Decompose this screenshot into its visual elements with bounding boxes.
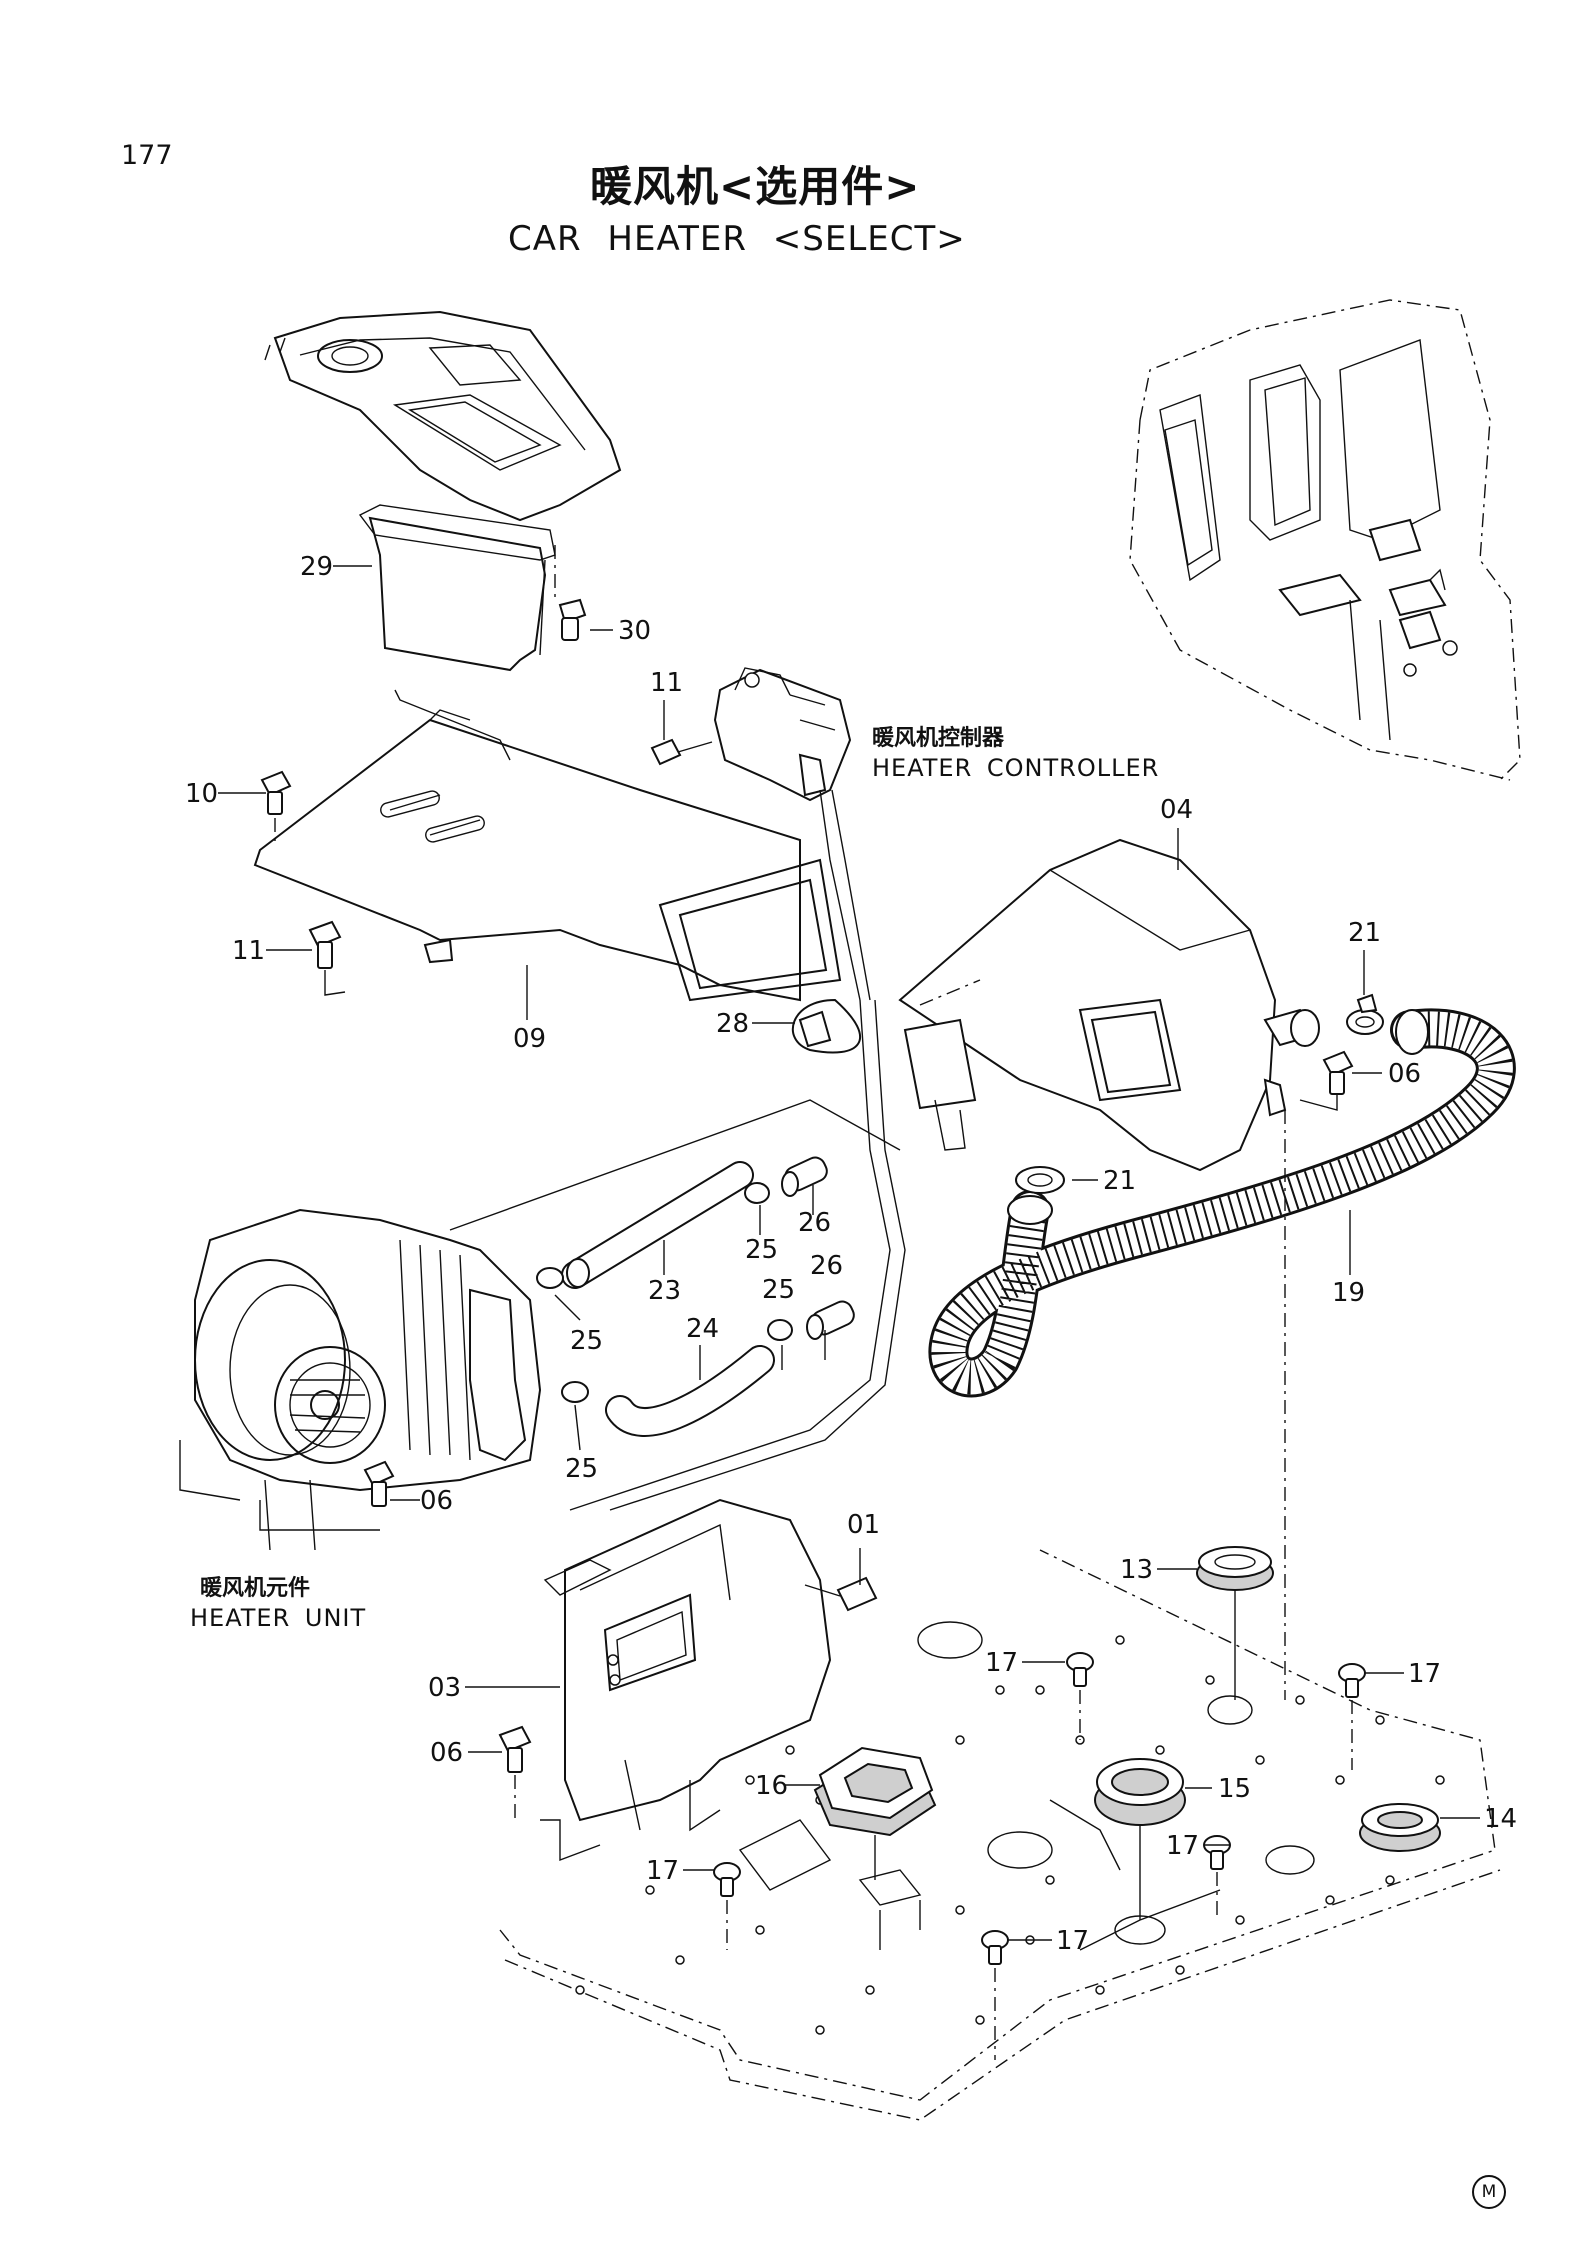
heater-unit-label-en: HEATER UNIT bbox=[190, 1604, 367, 1632]
callout-17-a: 17 bbox=[985, 1648, 1019, 1678]
callout-03: 03 bbox=[428, 1673, 462, 1703]
hose-24 bbox=[605, 1345, 775, 1437]
callout-26-top: 26 bbox=[798, 1208, 832, 1238]
callout-23: 23 bbox=[648, 1276, 682, 1306]
bolt-10 bbox=[260, 770, 292, 845]
bolt-06-right bbox=[1299, 1050, 1354, 1111]
callout-16: 16 bbox=[755, 1771, 789, 1801]
callout-17-b: 17 bbox=[1408, 1659, 1442, 1689]
screw-17-a bbox=[1066, 1652, 1094, 1740]
title-english: CAR HEATER <SELECT> bbox=[508, 219, 966, 259]
plate-holes bbox=[575, 1635, 1445, 2035]
duct-04 bbox=[898, 838, 1320, 1172]
callout-26-mid: 26 bbox=[810, 1251, 844, 1281]
callout-11-left: 11 bbox=[232, 936, 266, 966]
title-chinese: 暖风机<选用件> bbox=[590, 162, 921, 211]
screw-30 bbox=[554, 545, 587, 641]
callout-01: 01 bbox=[847, 1510, 881, 1540]
bolt-11-left bbox=[308, 920, 346, 996]
corner-mark: M bbox=[1472, 2175, 1506, 2209]
joint-26-top bbox=[781, 1156, 828, 1197]
heater-controller bbox=[713, 667, 871, 1001]
leader-lines bbox=[218, 565, 1480, 1951]
hose-23 bbox=[561, 1161, 754, 1289]
callout-28: 28 bbox=[716, 1009, 750, 1039]
callout-24: 24 bbox=[686, 1314, 720, 1344]
callout-17-c: 17 bbox=[646, 1856, 680, 1886]
callout-25-left: 25 bbox=[570, 1326, 604, 1356]
floor-plate bbox=[499, 1549, 1501, 2121]
cab-outline bbox=[1129, 299, 1521, 781]
heater-unit-label-cn: 暖风机元件 bbox=[200, 1576, 311, 1601]
joint-26-mid bbox=[806, 1300, 855, 1340]
callout-06-left: 06 bbox=[420, 1486, 454, 1516]
callout-17-e: 17 bbox=[1056, 1926, 1090, 1956]
grommet-13 bbox=[1196, 1546, 1274, 1700]
storage-box-29 bbox=[358, 504, 556, 672]
screw-17-e bbox=[981, 1930, 1009, 2060]
band-28 bbox=[798, 1010, 832, 1048]
callout-25-top: 25 bbox=[745, 1235, 779, 1265]
bolt-01 bbox=[804, 1576, 878, 1612]
callout-25-mid: 25 bbox=[762, 1275, 796, 1305]
callout-06-bottom: 06 bbox=[430, 1738, 464, 1768]
callout-29: 29 bbox=[300, 552, 334, 582]
callout-04: 04 bbox=[1160, 795, 1194, 825]
clamp-21-mid bbox=[1015, 1166, 1065, 1194]
callout-13: 13 bbox=[1120, 1555, 1154, 1585]
callout-30: 30 bbox=[618, 616, 652, 646]
screw-17-b bbox=[1338, 1663, 1366, 1770]
console-cover bbox=[264, 310, 622, 522]
heater-controller-label-en: HEATER CONTROLLER bbox=[872, 754, 1160, 782]
callout-14: 14 bbox=[1484, 1804, 1518, 1834]
heater-unit bbox=[179, 1208, 542, 1551]
bolt-11-top bbox=[650, 738, 713, 766]
callout-25-bottom: 25 bbox=[565, 1454, 599, 1484]
screw-17-d bbox=[1203, 1835, 1231, 1920]
callout-10: 10 bbox=[185, 779, 219, 809]
page-number: 177 bbox=[121, 140, 173, 171]
callout-21-mid: 21 bbox=[1103, 1166, 1137, 1196]
clamp-25-a bbox=[536, 1182, 793, 1403]
clamp-21-top bbox=[1346, 993, 1384, 1035]
grommet-15 bbox=[1094, 1758, 1186, 1920]
callout-09: 09 bbox=[513, 1024, 547, 1054]
bolt-06-bottom bbox=[498, 1725, 532, 1820]
callout-11-top: 11 bbox=[650, 668, 684, 698]
callout-21-top: 21 bbox=[1348, 918, 1382, 948]
callout-17-d: 17 bbox=[1166, 1831, 1200, 1861]
screw-17-c bbox=[713, 1862, 741, 1950]
callout-06-right: 06 bbox=[1388, 1059, 1422, 1089]
callout-15: 15 bbox=[1218, 1774, 1252, 1804]
bolt-06-left bbox=[363, 1460, 395, 1507]
callout-19: 19 bbox=[1332, 1278, 1366, 1308]
grommet-16 bbox=[813, 1746, 937, 1880]
cover-03 bbox=[540, 1498, 832, 1862]
duct-09 bbox=[253, 689, 842, 1002]
heater-controller-label-cn: 暖风机控制器 bbox=[872, 726, 1005, 751]
grommet-14 bbox=[1359, 1803, 1441, 1852]
flex-hose-19 bbox=[928, 1008, 1516, 1398]
cables bbox=[449, 998, 906, 1511]
